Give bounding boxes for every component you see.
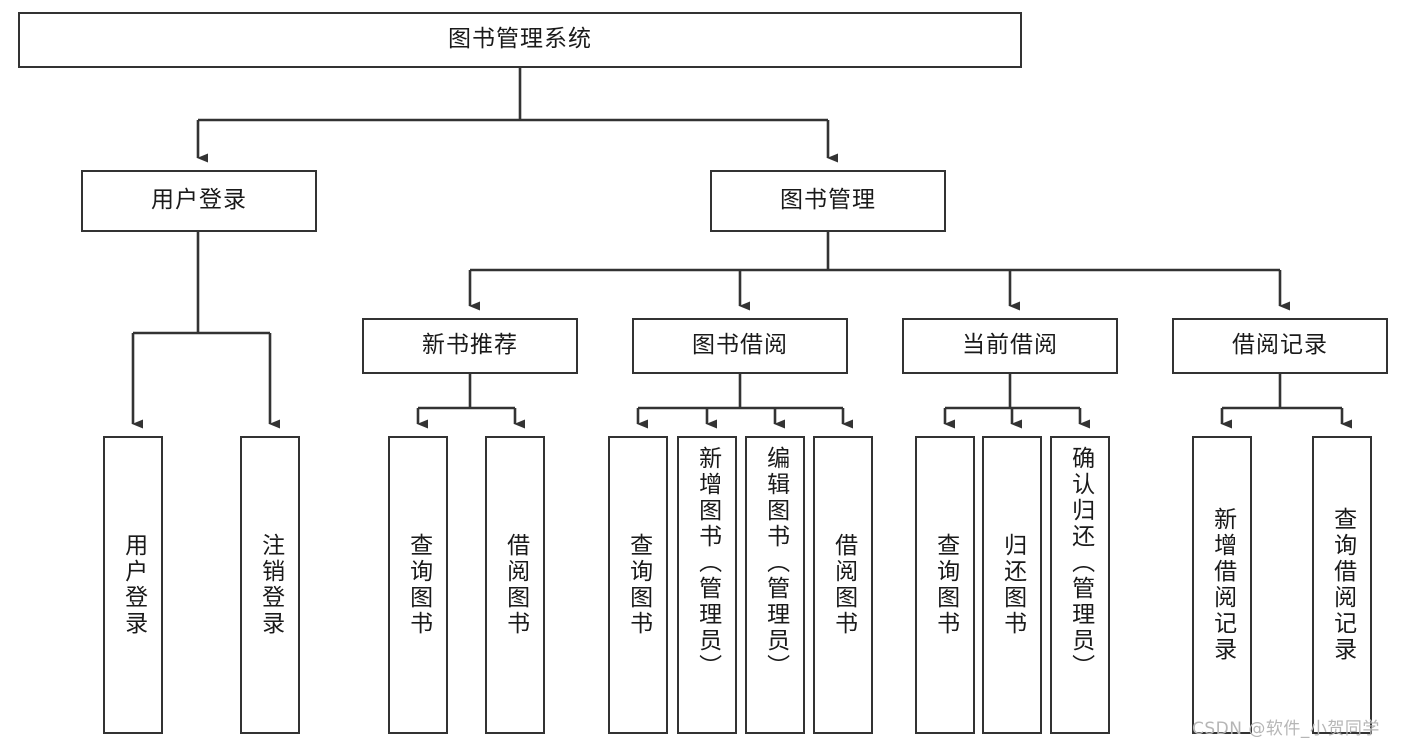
node-book-management[interactable]: 图书管理 [710, 170, 946, 232]
node-user-login-label: 用户登录 [151, 187, 247, 214]
node-leaf-edit-book-admin[interactable]: 编辑图书（管理员） [745, 436, 805, 734]
node-leaf-add-book-admin-label: 新增图书（管理员） [694, 446, 721, 680]
node-book-borrow[interactable]: 图书借阅 [632, 318, 848, 374]
node-new-book-recommend-label: 新书推荐 [422, 332, 518, 359]
node-leaf-query-book-borrow-label: 查询图书 [625, 533, 652, 637]
node-current-borrow-label: 当前借阅 [962, 332, 1058, 359]
node-leaf-query-book-current-label: 查询图书 [932, 533, 959, 637]
csdn-watermark: CSDN @软件_小贺同学 [1192, 719, 1380, 739]
node-leaf-logout-label: 注销登录 [257, 533, 284, 637]
node-leaf-return-book-label: 归还图书 [999, 533, 1026, 637]
node-leaf-borrow-book-rec-label: 借阅图书 [502, 533, 529, 637]
node-leaf-add-book-admin[interactable]: 新增图书（管理员） [677, 436, 737, 734]
node-leaf-borrow-book-rec[interactable]: 借阅图书 [485, 436, 545, 734]
node-leaf-logout[interactable]: 注销登录 [240, 436, 300, 734]
node-root-label: 图书管理系统 [448, 26, 592, 53]
node-leaf-add-borrow-record-label: 新增借阅记录 [1209, 507, 1236, 663]
node-leaf-query-borrow-record-label: 查询借阅记录 [1329, 507, 1356, 663]
node-leaf-confirm-return-admin-label: 确认归还（管理员） [1067, 446, 1094, 680]
node-borrow-record-label: 借阅记录 [1232, 332, 1328, 359]
node-current-borrow[interactable]: 当前借阅 [902, 318, 1118, 374]
node-book-borrow-label: 图书借阅 [692, 332, 788, 359]
node-leaf-query-book-borrow[interactable]: 查询图书 [608, 436, 668, 734]
node-leaf-user-login-label: 用户登录 [120, 533, 147, 637]
node-leaf-query-borrow-record[interactable]: 查询借阅记录 [1312, 436, 1372, 734]
node-leaf-query-book-rec[interactable]: 查询图书 [388, 436, 448, 734]
node-new-book-recommend[interactable]: 新书推荐 [362, 318, 578, 374]
node-leaf-user-login[interactable]: 用户登录 [103, 436, 163, 734]
node-leaf-query-book-current[interactable]: 查询图书 [915, 436, 975, 734]
node-leaf-edit-book-admin-label: 编辑图书（管理员） [762, 446, 789, 680]
node-leaf-borrow-book-label: 借阅图书 [830, 533, 857, 637]
node-leaf-query-book-rec-label: 查询图书 [405, 533, 432, 637]
node-leaf-add-borrow-record[interactable]: 新增借阅记录 [1192, 436, 1252, 734]
node-leaf-confirm-return-admin[interactable]: 确认归还（管理员） [1050, 436, 1110, 734]
node-borrow-record[interactable]: 借阅记录 [1172, 318, 1388, 374]
node-root[interactable]: 图书管理系统 [18, 12, 1022, 68]
node-leaf-borrow-book[interactable]: 借阅图书 [813, 436, 873, 734]
node-book-management-label: 图书管理 [780, 187, 876, 214]
node-leaf-return-book[interactable]: 归还图书 [982, 436, 1042, 734]
node-user-login[interactable]: 用户登录 [81, 170, 317, 232]
